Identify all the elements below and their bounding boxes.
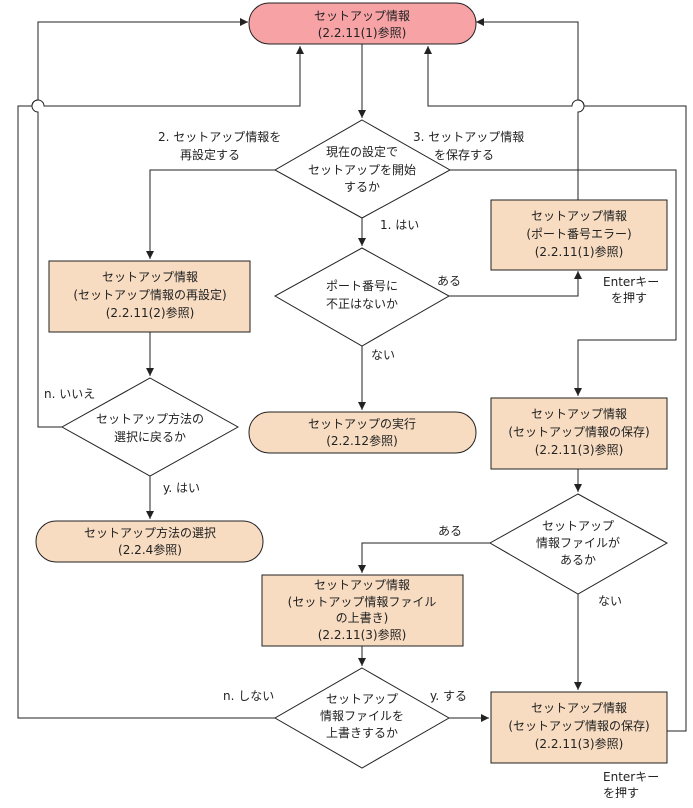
connector-save2-to-start [424, 46, 687, 732]
save1-line3: (2.2.11(3)参照) [535, 442, 624, 457]
decision-overwrite-line1: セットアップ [326, 692, 398, 706]
box-save-2: セットアップ情報 (セットアップ情報の保存) (2.2.11(3)参照) [490, 691, 668, 764]
decision-back-line1: セットアップ方法の [96, 411, 204, 426]
decision-file-line3: あるか [560, 553, 596, 567]
decision-current-line2: セットアップを開始 [308, 163, 416, 177]
port-error-line1: セットアップ情報 [531, 209, 627, 223]
label-reset-line1: 2. セットアップ情報を [158, 130, 281, 144]
edge-labels: 2. セットアップ情報を 再設定する 3. セットアップ情報 を保存する 1. … [44, 130, 659, 800]
reset-line2: (セットアップ情報の再設定) [73, 287, 226, 302]
label-no-back: n. いいえ [44, 387, 95, 401]
label-nai-2: ない [598, 594, 622, 608]
decision-overwrite: セットアップ 情報ファイルを 上書きするか [273, 667, 451, 769]
connector-overwrite-no-to-start [17, 46, 304, 719]
label-aru-1: ある [437, 274, 461, 288]
overwrite-line4: (2.2.11(3)参照) [318, 627, 407, 642]
box-reset: セットアップ情報 (セットアップ情報の再設定) (2.2.11(2)参照) [48, 260, 251, 333]
connector-error-to-start [476, 18, 585, 200]
connector-back-to-start [31, 18, 248, 428]
reset-line1: セットアップ情報 [102, 270, 198, 284]
save2-line1: セットアップ情報 [531, 701, 627, 715]
port-error-line2: (ポート番号エラー) [526, 227, 631, 241]
connector-current-to-save [450, 169, 677, 396]
decision-port: ポート番号に 不正はないか [273, 247, 451, 347]
decision-file-exists: セットアップ 情報ファイルが あるか [488, 493, 669, 595]
enter-note-1-line1: Enterキー [603, 275, 659, 289]
label-nai-1: ない [371, 348, 395, 362]
reset-line3: (2.2.11(2)参照) [106, 305, 195, 320]
save1-line1: セットアップ情報 [531, 407, 627, 421]
decision-port-line2: 不正はないか [326, 297, 398, 311]
label-aru-2: ある [438, 524, 462, 538]
label-yes-back: y. はい [163, 481, 200, 495]
terminal-select-method: セットアップ方法の選択 (2.2.4参照) [35, 520, 264, 563]
overwrite-line3: の上書き) [336, 611, 389, 625]
connector-port-to-error [449, 271, 582, 297]
enter-note-2-line2: を押す [603, 786, 639, 800]
label-no-overwrite: n. しない [223, 689, 274, 703]
exec-line2: (2.2.12参照) [326, 433, 398, 448]
connectors [17, 18, 687, 732]
label-yes-1: 1. はい [380, 218, 419, 232]
save2-line2: (セットアップ情報の保存) [508, 719, 649, 733]
label-save-line2: を保存する [434, 148, 494, 162]
decision-current-line1: 現在の設定で [326, 144, 398, 159]
start-terminal: セットアップ情報 (2.2.11(1)参照) [248, 2, 477, 45]
decision-file-line1: セットアップ [542, 519, 614, 533]
enter-note-1-line2: を押す [611, 291, 647, 305]
decision-back: セットアップ方法の 選択に戻るか [60, 377, 240, 477]
box-save-1: セットアップ情報 (セットアップ情報の保存) (2.2.11(3)参照) [490, 397, 668, 470]
exec-line1: セットアップの実行 [308, 416, 416, 431]
label-reset-line2: 再設定する [180, 147, 240, 162]
decision-back-line2: 選択に戻るか [114, 430, 186, 444]
decision-current-line3: するか [344, 180, 380, 194]
select-line1: セットアップ方法の選択 [84, 525, 216, 540]
box-overwrite: セットアップ情報 (セットアップ情報ファイル の上書き) (2.2.11(3)参… [261, 574, 464, 647]
save2-line3: (2.2.11(3)参照) [535, 736, 624, 751]
connector-current-to-reset [146, 169, 275, 259]
start-line1: セットアップ情報 [314, 9, 410, 23]
label-yes-overwrite: y. する [430, 689, 467, 703]
decision-overwrite-line3: 上書きするか [326, 726, 398, 740]
port-error-line3: (2.2.11(1)参照) [535, 244, 624, 259]
connector-file-to-overwrite [358, 542, 490, 573]
decision-current-settings: 現在の設定で セットアップを開始 するか [273, 119, 452, 219]
save1-line2: (セットアップ情報の保存) [508, 425, 649, 439]
overwrite-line1: セットアップ情報 [314, 578, 410, 592]
enter-note-2-line1: Enterキー [603, 770, 659, 784]
label-save-line1: 3. セットアップ情報 [413, 130, 524, 144]
terminal-exec: セットアップの実行 (2.2.12参照) [248, 411, 477, 454]
start-line2: (2.2.11(1)参照) [318, 25, 407, 40]
decision-overwrite-line2: 情報ファイルを [320, 709, 404, 723]
decision-port-line1: ポート番号に [326, 279, 398, 293]
decision-file-line2: 情報ファイルが [536, 535, 620, 550]
box-port-error: セットアップ情報 (ポート番号エラー) (2.2.11(1)参照) [490, 199, 668, 271]
select-line2: (2.2.4参照) [118, 542, 182, 557]
overwrite-line2: (セットアップ情報ファイル [288, 595, 437, 609]
